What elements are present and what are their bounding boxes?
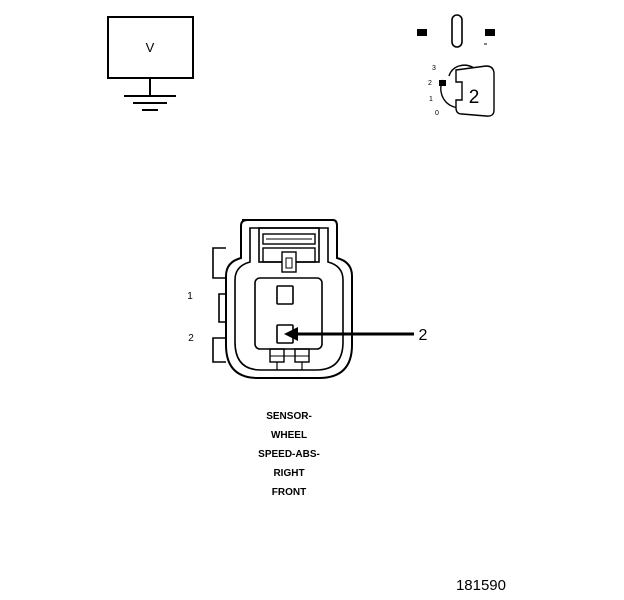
key-mark-left [417,29,427,36]
caption-line-5: FRONT [272,487,306,498]
connector-cavity [254,277,323,350]
key-scale-2: 2 [428,80,432,87]
caption-line-3: SPEED-ABS- [258,449,320,460]
key-scale-3: 3 [432,65,436,72]
key-mark-right [485,29,495,36]
voltmeter-icon: V [107,16,194,111]
connector-housing [225,219,353,379]
figure-id: 181590 [456,577,506,594]
voltmeter-label: V [146,40,155,55]
caption-line-4: RIGHT [273,468,304,479]
key-scale-1: 1 [429,96,433,103]
component-caption: SENSOR- WHEEL SPEED-ABS- RIGHT FRONT [258,411,320,498]
arrow-head-icon [284,327,298,341]
pin-2-label: 2 [188,333,194,344]
ground-icon [124,78,176,111]
caption-line-2: WHEEL [271,430,307,441]
key-slot-icon [451,14,463,48]
key-body-icon [455,65,495,117]
probe-callout-label: 2 [419,327,428,344]
pin-1-label: 1 [187,291,193,302]
key-position-indicator [439,80,446,86]
key-scale-0: 0 [435,110,439,117]
connector-icon: 1 2 [187,219,353,379]
probe-arrow: 2 [284,327,428,344]
pin-1-terminal [276,285,294,305]
key-position-label: 2 [469,87,480,108]
ignition-key-icon: 3 2 1 0 2 [417,14,495,117]
caption-line-1: SENSOR- [266,411,312,422]
